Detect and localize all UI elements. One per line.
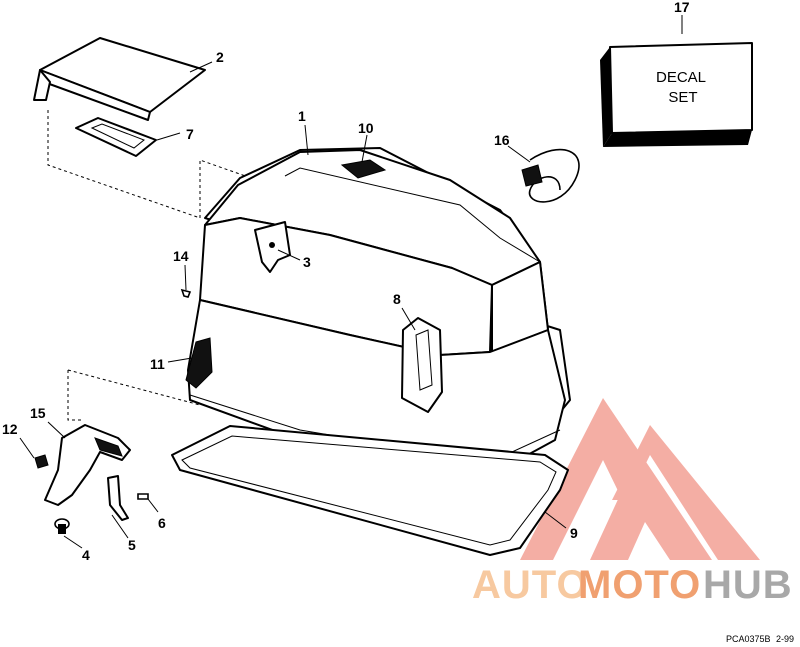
watermark-part-3: HUB (703, 563, 793, 607)
callout-10: 10 (358, 120, 374, 136)
callout-7: 7 (186, 126, 194, 142)
decal-line-2: SET (668, 89, 697, 106)
part-bracket-left (185, 337, 213, 389)
part-gasket (171, 425, 569, 556)
callout-14: 14 (173, 248, 189, 264)
part-screw-small (137, 493, 149, 500)
part-hook-bracket (44, 424, 131, 506)
part-screw (180, 288, 192, 298)
decal-set-box: DECAL SET (600, 42, 753, 147)
part-clip (34, 454, 49, 469)
watermark-logo (520, 398, 760, 560)
callout-17: 17 (674, 0, 690, 15)
callout-1: 1 (298, 108, 306, 124)
callout-12: 12 (2, 421, 18, 437)
part-main-cowl (187, 147, 571, 471)
part-cover-lid (33, 37, 206, 121)
watermark-part-2: MOTO (578, 563, 701, 607)
part-grommet (54, 518, 70, 534)
callout-6: 6 (158, 515, 166, 531)
part-vent (340, 159, 387, 179)
part-latch-plate (254, 221, 291, 273)
callout-8: 8 (393, 291, 401, 307)
callout-3: 3 (303, 254, 311, 270)
callout-5: 5 (128, 537, 136, 553)
callout-15: 15 (30, 405, 46, 421)
drawing-date: 2-99 (776, 634, 794, 644)
callout-11: 11 (150, 356, 165, 372)
watermark-text: AUTO MOTO HUB (472, 563, 793, 607)
part-wire-harness (521, 148, 580, 203)
callout-4: 4 (82, 547, 90, 563)
part-seal-ring (75, 117, 157, 157)
callout-9: 9 (570, 525, 578, 541)
decal-line-1: DECAL (656, 69, 706, 86)
drawing-code: PCA0375B (726, 634, 771, 644)
callout-16: 16 (494, 132, 510, 148)
part-side-bracket (401, 317, 443, 413)
callout-2: 2 (216, 49, 224, 65)
part-latch-lever (107, 475, 129, 521)
watermark-part-1: AUTO (472, 563, 589, 607)
